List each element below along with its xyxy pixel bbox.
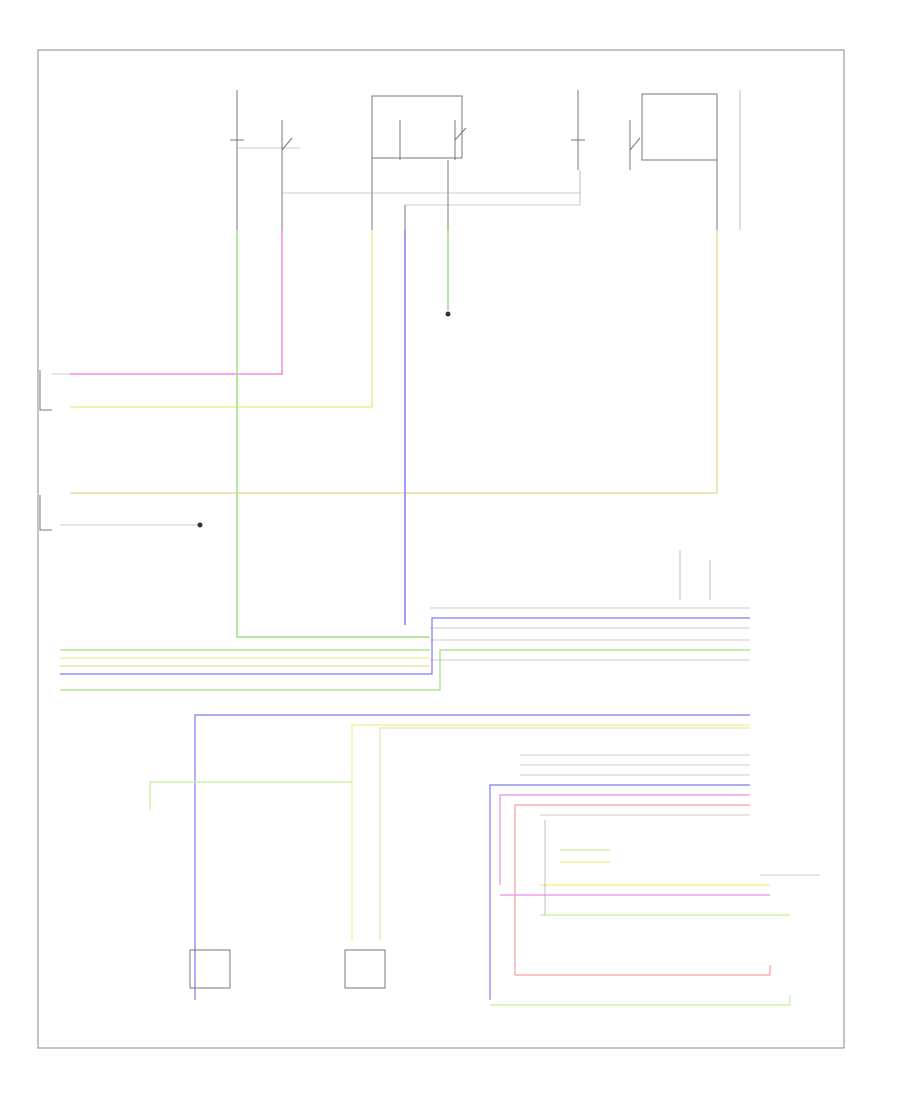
- wire-green-left: [236, 230, 430, 638]
- wire-tan-upper: [70, 230, 718, 494]
- relay-block-left: [230, 90, 300, 230]
- relay-block-right: [571, 90, 741, 230]
- wire-blue-lower: [194, 714, 750, 1000]
- relay-block-center: [371, 95, 467, 230]
- sensor-box-left: [189, 949, 231, 989]
- connector-table-top: [430, 550, 750, 661]
- connector-left-upper: [39, 370, 70, 411]
- wire-pink-upper: [70, 230, 283, 375]
- sensor-box-right: [344, 949, 386, 989]
- connector-left-lower: [39, 495, 203, 531]
- diagram-frame: [37, 49, 845, 1049]
- wire-yellow-mid: [351, 724, 750, 940]
- wire-green-bottom: [490, 995, 791, 1006]
- wire-tan-mid: [379, 727, 750, 940]
- wire-red-lower: [515, 965, 771, 976]
- bundle-right-lower: [489, 754, 750, 1000]
- bundle-center: [60, 617, 750, 691]
- ground-symbol: [445, 230, 451, 317]
- wire-yellow-upper: [70, 230, 373, 408]
- wire-lightgreen-mid: [149, 781, 352, 810]
